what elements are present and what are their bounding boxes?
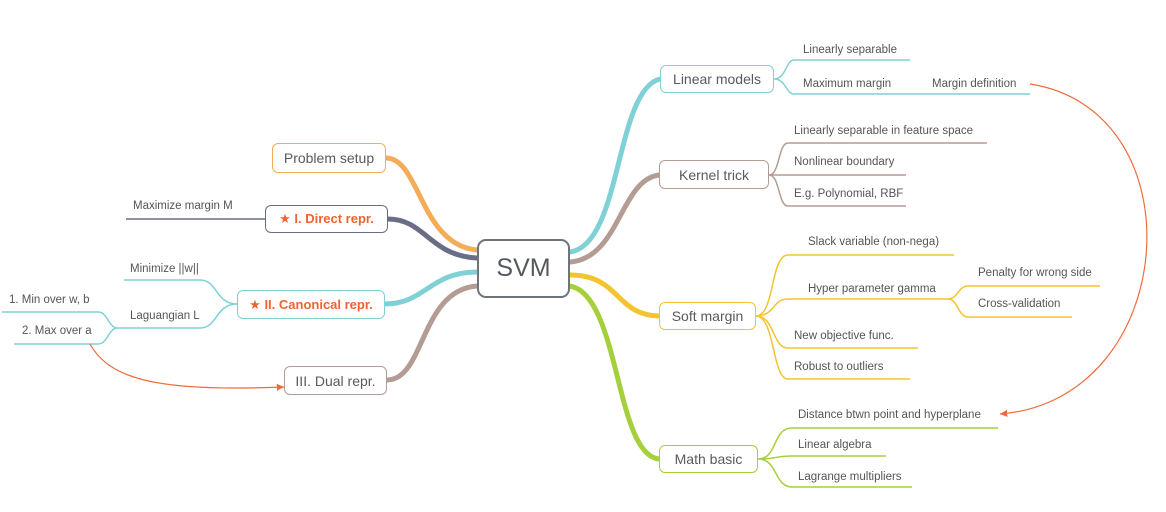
connector-root-soft — [567, 272, 662, 319]
connector-root-linear — [567, 76, 663, 255]
connector-gamma-sub — [947, 285, 1100, 318]
branch-linear-models[interactable]: Linear models — [660, 65, 774, 93]
leaf-minimize-w[interactable]: Minimize ||w|| — [130, 263, 199, 275]
leaf-new-objective[interactable]: New objective func. — [794, 330, 894, 342]
branch-soft-margin[interactable]: Soft margin — [659, 302, 756, 330]
connector-root-canonical — [382, 269, 480, 307]
leaf-linearly-separable[interactable]: Linearly separable — [803, 44, 897, 56]
leaf-polynomial-rbf[interactable]: E.g. Polynomial, RBF — [794, 188, 904, 200]
branch-kernel-trick[interactable]: Kernel trick — [659, 160, 769, 189]
leaf-lagrangian[interactable]: Laguangian L — [130, 310, 200, 322]
branch-canonical-repr[interactable]: ★ II. Canonical repr. — [237, 290, 385, 319]
branch-math-basic[interactable]: Math basic — [659, 445, 758, 473]
leaf-nonlinear-boundary[interactable]: Nonlinear boundary — [794, 156, 895, 168]
leaf-cross-validation[interactable]: Cross-validation — [978, 298, 1061, 310]
leaf-slack-variable[interactable]: Slack variable (non-nega) — [808, 236, 940, 248]
branch-problem-setup[interactable]: Problem setup — [272, 143, 386, 173]
branch-direct-repr[interactable]: ★ I. Direct repr. — [265, 205, 388, 233]
connector-lagrangian-sub — [2, 311, 119, 345]
leaf-hyper-parameter-gamma[interactable]: Hyper parameter gamma — [808, 283, 936, 295]
connector-linear-items — [773, 59, 1030, 95]
branch-dual-repr[interactable]: III. Dual repr. — [284, 366, 387, 395]
relation-margin-to-distance — [999, 83, 1148, 418]
leaf-robust-outliers[interactable]: Robust to outliers — [794, 361, 884, 373]
leaf-penalty-wrong-side[interactable]: Penalty for wrong side — [978, 267, 1092, 279]
leaf-max-over-a[interactable]: 2. Max over a — [22, 325, 92, 337]
leaf-linear-algebra[interactable]: Linear algebra — [798, 439, 872, 451]
connector-root-direct — [385, 216, 480, 261]
connector-root-dual — [384, 283, 480, 383]
leaf-feature-space[interactable]: Linearly separable in feature space — [794, 125, 974, 137]
relation-max-to-dual — [89, 343, 285, 391]
connector-canonical-items — [118, 279, 238, 329]
leaf-maximize-margin[interactable]: Maximize margin M — [133, 200, 233, 212]
leaf-margin-definition[interactable]: Margin definition — [932, 78, 1017, 90]
leaf-lagrange-multipliers[interactable]: Lagrange multipliers — [798, 471, 902, 483]
leaf-distance-point-hyperplane[interactable]: Distance btwn point and hyperplane — [798, 409, 981, 421]
root-node-svm[interactable]: SVM — [477, 239, 570, 298]
connector-math-items — [757, 427, 998, 488]
connector-root-kernel — [567, 172, 662, 265]
connector-soft-items — [755, 254, 954, 380]
leaf-min-over-wb[interactable]: 1. Min over w, b — [9, 294, 90, 306]
connector-kernel-items — [768, 142, 987, 207]
connector-root-problem — [383, 155, 480, 253]
leaf-maximum-margin[interactable]: Maximum margin — [803, 78, 892, 90]
connector-root-math — [567, 283, 662, 462]
